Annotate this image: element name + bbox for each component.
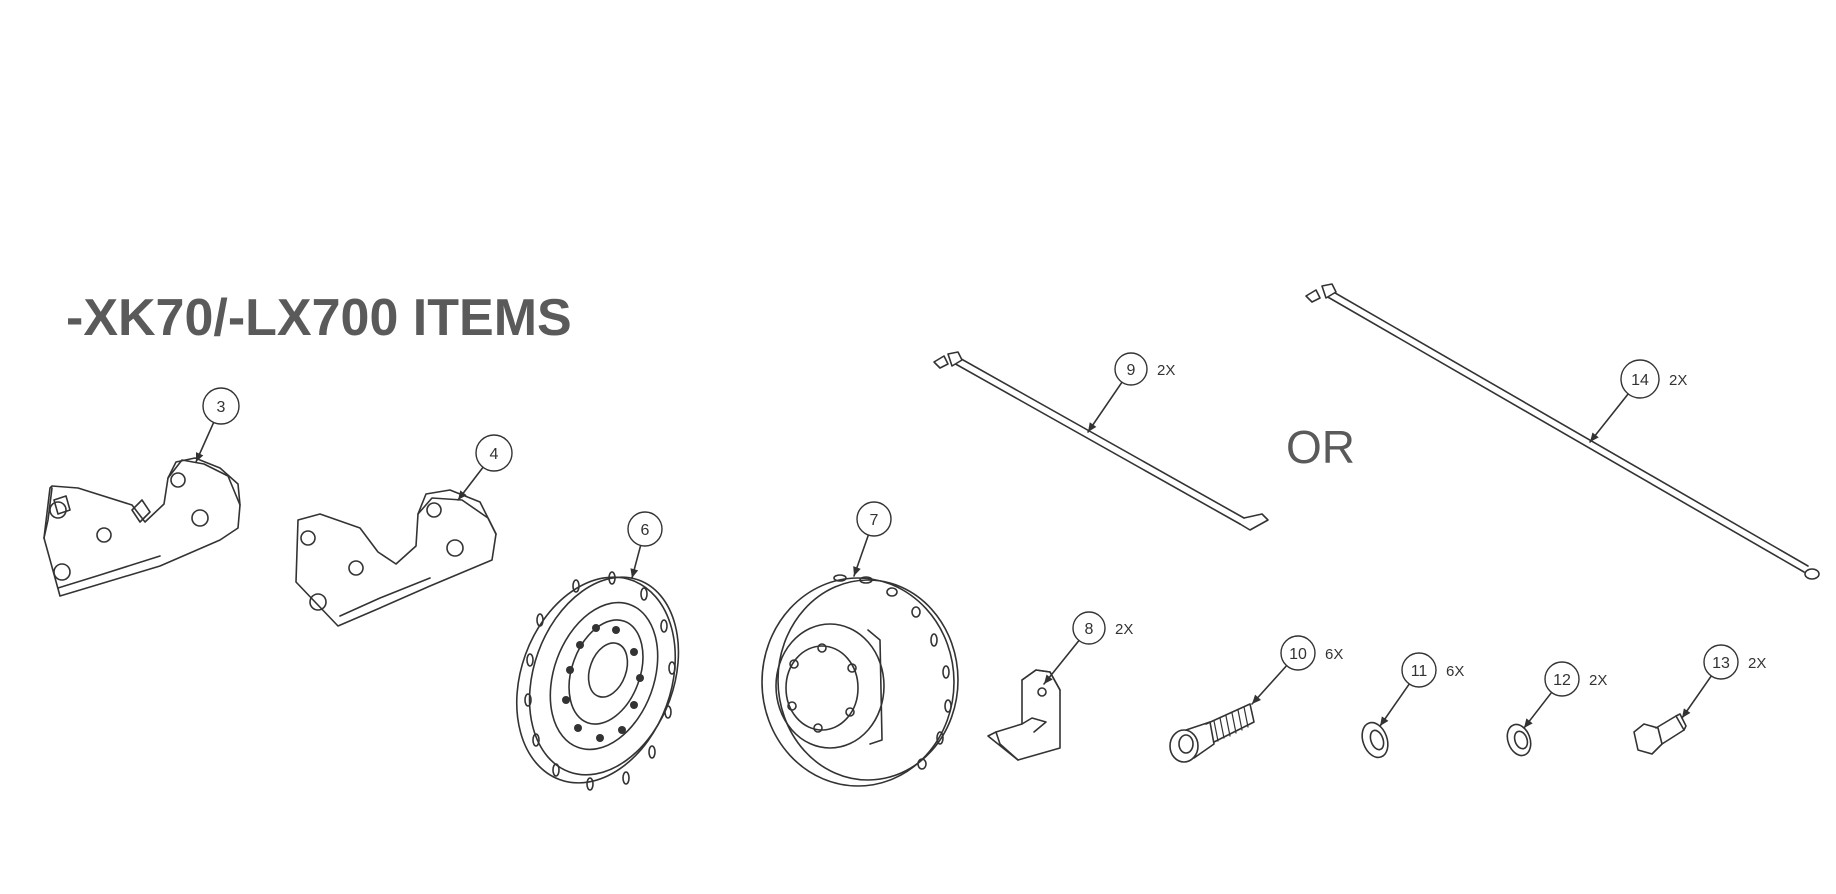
callout-item-8: 8 2X xyxy=(1043,611,1133,685)
callout-item-11: 11 6X xyxy=(1379,652,1464,727)
part-11-washer xyxy=(1361,721,1389,759)
leader-arrow xyxy=(1252,694,1261,704)
balloon-circle xyxy=(856,501,892,537)
balloon-number: 4 xyxy=(490,446,499,463)
balloon-number: 3 xyxy=(217,399,226,416)
balloon-number: 6 xyxy=(641,522,650,539)
leader-arrow xyxy=(1380,716,1389,726)
part-4-bracket xyxy=(295,489,497,627)
leader-line xyxy=(1043,639,1080,685)
part-3-bracket xyxy=(43,457,241,597)
balloon-circle xyxy=(1703,644,1739,680)
part-6-rotor-drilled xyxy=(515,571,680,791)
callout-item-3: 3 xyxy=(195,387,240,463)
quantity-label: 6X xyxy=(1446,663,1464,680)
callout-item-9: 9 2X xyxy=(1087,352,1175,433)
part-7-rotor xyxy=(761,574,959,787)
balloon-circle xyxy=(475,434,513,472)
balloon-circle xyxy=(1401,652,1437,688)
quantity-label: 2X xyxy=(1748,655,1766,672)
leader-arrow xyxy=(1088,422,1097,432)
balloon-number: 7 xyxy=(870,512,879,529)
part-13-banjo-bolt xyxy=(1633,713,1687,755)
quantity-label: 6X xyxy=(1325,646,1343,663)
callout-item-10: 10 6X xyxy=(1251,635,1343,705)
leader-arrow xyxy=(1682,708,1691,718)
diagram-title: -XK70/-LX700 ITEMS xyxy=(66,289,572,347)
leader-arrow xyxy=(1590,432,1599,442)
balloon-circle xyxy=(1114,352,1148,386)
leader-arrow xyxy=(630,568,639,578)
balloon-circle xyxy=(202,387,240,425)
balloon-number: 10 xyxy=(1289,646,1307,663)
leader-arrow xyxy=(1524,718,1533,728)
leader-line xyxy=(1589,393,1629,443)
balloon-number: 11 xyxy=(1411,663,1428,680)
balloon-circle xyxy=(1072,611,1106,645)
balloon-circle xyxy=(627,511,663,547)
quantity-label: 2X xyxy=(1669,372,1687,389)
part-14-brake-line xyxy=(1305,283,1820,580)
callout-item-14: 14 2X xyxy=(1589,359,1687,443)
callout-item-6: 6 xyxy=(627,511,663,579)
leader-line xyxy=(1087,381,1123,433)
balloon-circle xyxy=(1544,661,1580,697)
leader-arrow xyxy=(1044,674,1053,684)
balloon-number: 13 xyxy=(1712,655,1730,672)
part-10-cap-screw xyxy=(1169,703,1255,763)
quantity-label: 2X xyxy=(1157,362,1175,379)
leader-arrow xyxy=(458,490,467,500)
part-8-l-bracket xyxy=(987,669,1061,761)
quantity-label: 2X xyxy=(1589,672,1607,689)
balloon-number: 8 xyxy=(1085,621,1094,638)
leader-arrow xyxy=(196,452,204,462)
callout-item-13: 13 2X xyxy=(1681,644,1766,719)
balloon-number: 9 xyxy=(1127,362,1136,379)
balloon-circle xyxy=(1620,359,1660,399)
balloon-callouts: 3 4 6 7 8 2X 9 2X 10 6X 11 6X 12 2X 13 2X 14 2X xyxy=(195,352,1766,729)
balloon-number: 12 xyxy=(1553,672,1571,689)
balloon-circle xyxy=(1280,635,1316,671)
part-12-washer xyxy=(1506,723,1532,757)
callout-item-12: 12 2X xyxy=(1523,661,1607,729)
leader-arrow xyxy=(853,566,861,576)
or-separator: OR xyxy=(1286,421,1355,473)
balloon-number: 14 xyxy=(1631,372,1649,389)
callout-item-7: 7 xyxy=(853,501,892,577)
part-9-brake-line xyxy=(933,351,1269,531)
quantity-label: 2X xyxy=(1115,621,1133,638)
callout-item-4: 4 xyxy=(457,434,513,501)
